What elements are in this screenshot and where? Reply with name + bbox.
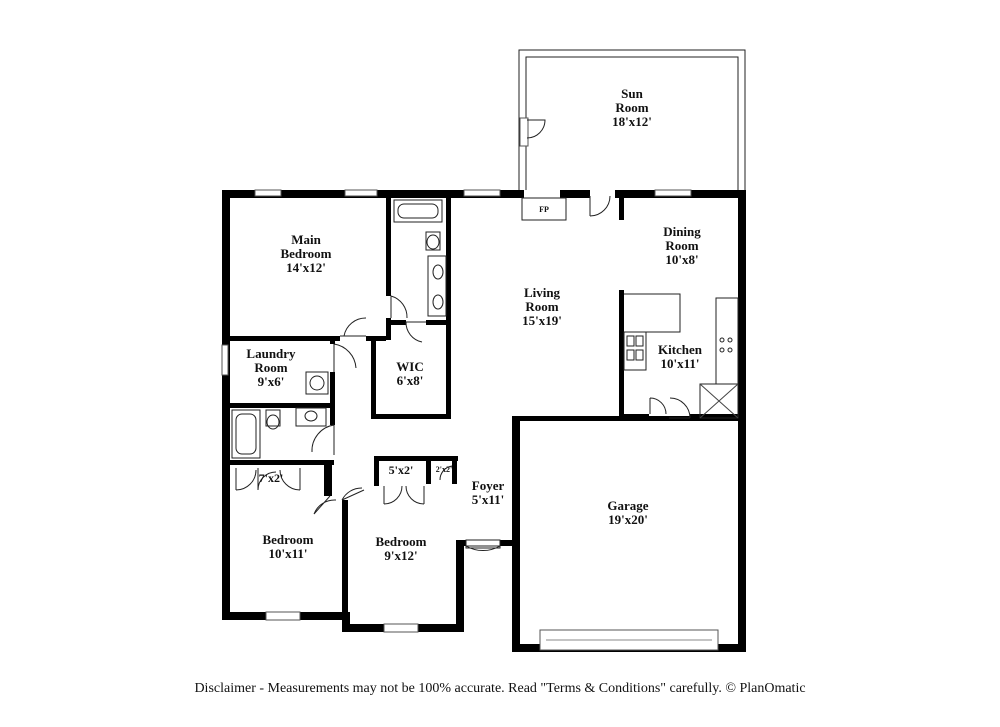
bedroom-left-size: 10'x11' [268,546,307,561]
living-room-name-1: Living [524,285,561,300]
dining-room-name-2: Room [665,238,698,253]
garage-size: 19'x20' [608,512,648,527]
interior-walls [228,196,740,632]
living-room-size: 15'x19' [522,313,562,328]
kitchen-size: 10'x11' [660,356,699,371]
wic-size: 6'x8' [397,373,424,388]
sun-room-name-2: Room [615,100,648,115]
foyer-size: 5'x11' [472,492,505,507]
bedroom-mid-name: Bedroom [375,534,426,549]
main-bedroom-name-1: Main [291,232,321,247]
laundry-room-name-2: Room [254,360,287,375]
bedroom-mid-size: 9'x12' [384,548,417,563]
sun-room-walls [518,49,746,190]
foyer-name: Foyer [472,478,505,493]
room-labels: Sun Room 18'x12' Main Bedroom 14'x12' Li… [246,86,702,563]
main-bedroom-size: 14'x12' [286,260,326,275]
sun-room-size: 18'x12' [612,114,652,129]
laundry-room-size: 9'x6' [258,374,285,389]
living-room-name-2: Room [525,299,558,314]
disclaimer-text: Disclaimer - Measurements may not be 100… [194,681,806,696]
bedroom-left-name: Bedroom [262,532,313,547]
closet-2x2-size: 2'x2' [436,465,452,474]
laundry-room-name-1: Laundry [246,346,296,361]
fixtures [231,195,739,552]
wic-name: WIC [396,359,423,374]
garage-name: Garage [607,498,648,513]
dining-room-name-1: Dining [663,224,701,239]
sun-room-name-1: Sun [621,86,643,101]
main-bedroom-name-2: Bedroom [280,246,331,261]
closet-7x2-size: 7'x2' [259,471,284,485]
dining-room-size: 10'x8' [665,252,698,267]
closet-5x2-size: 5'x2' [389,463,414,477]
fireplace-label: FP [539,205,549,214]
windows [221,189,719,651]
kitchen-name: Kitchen [658,342,703,357]
